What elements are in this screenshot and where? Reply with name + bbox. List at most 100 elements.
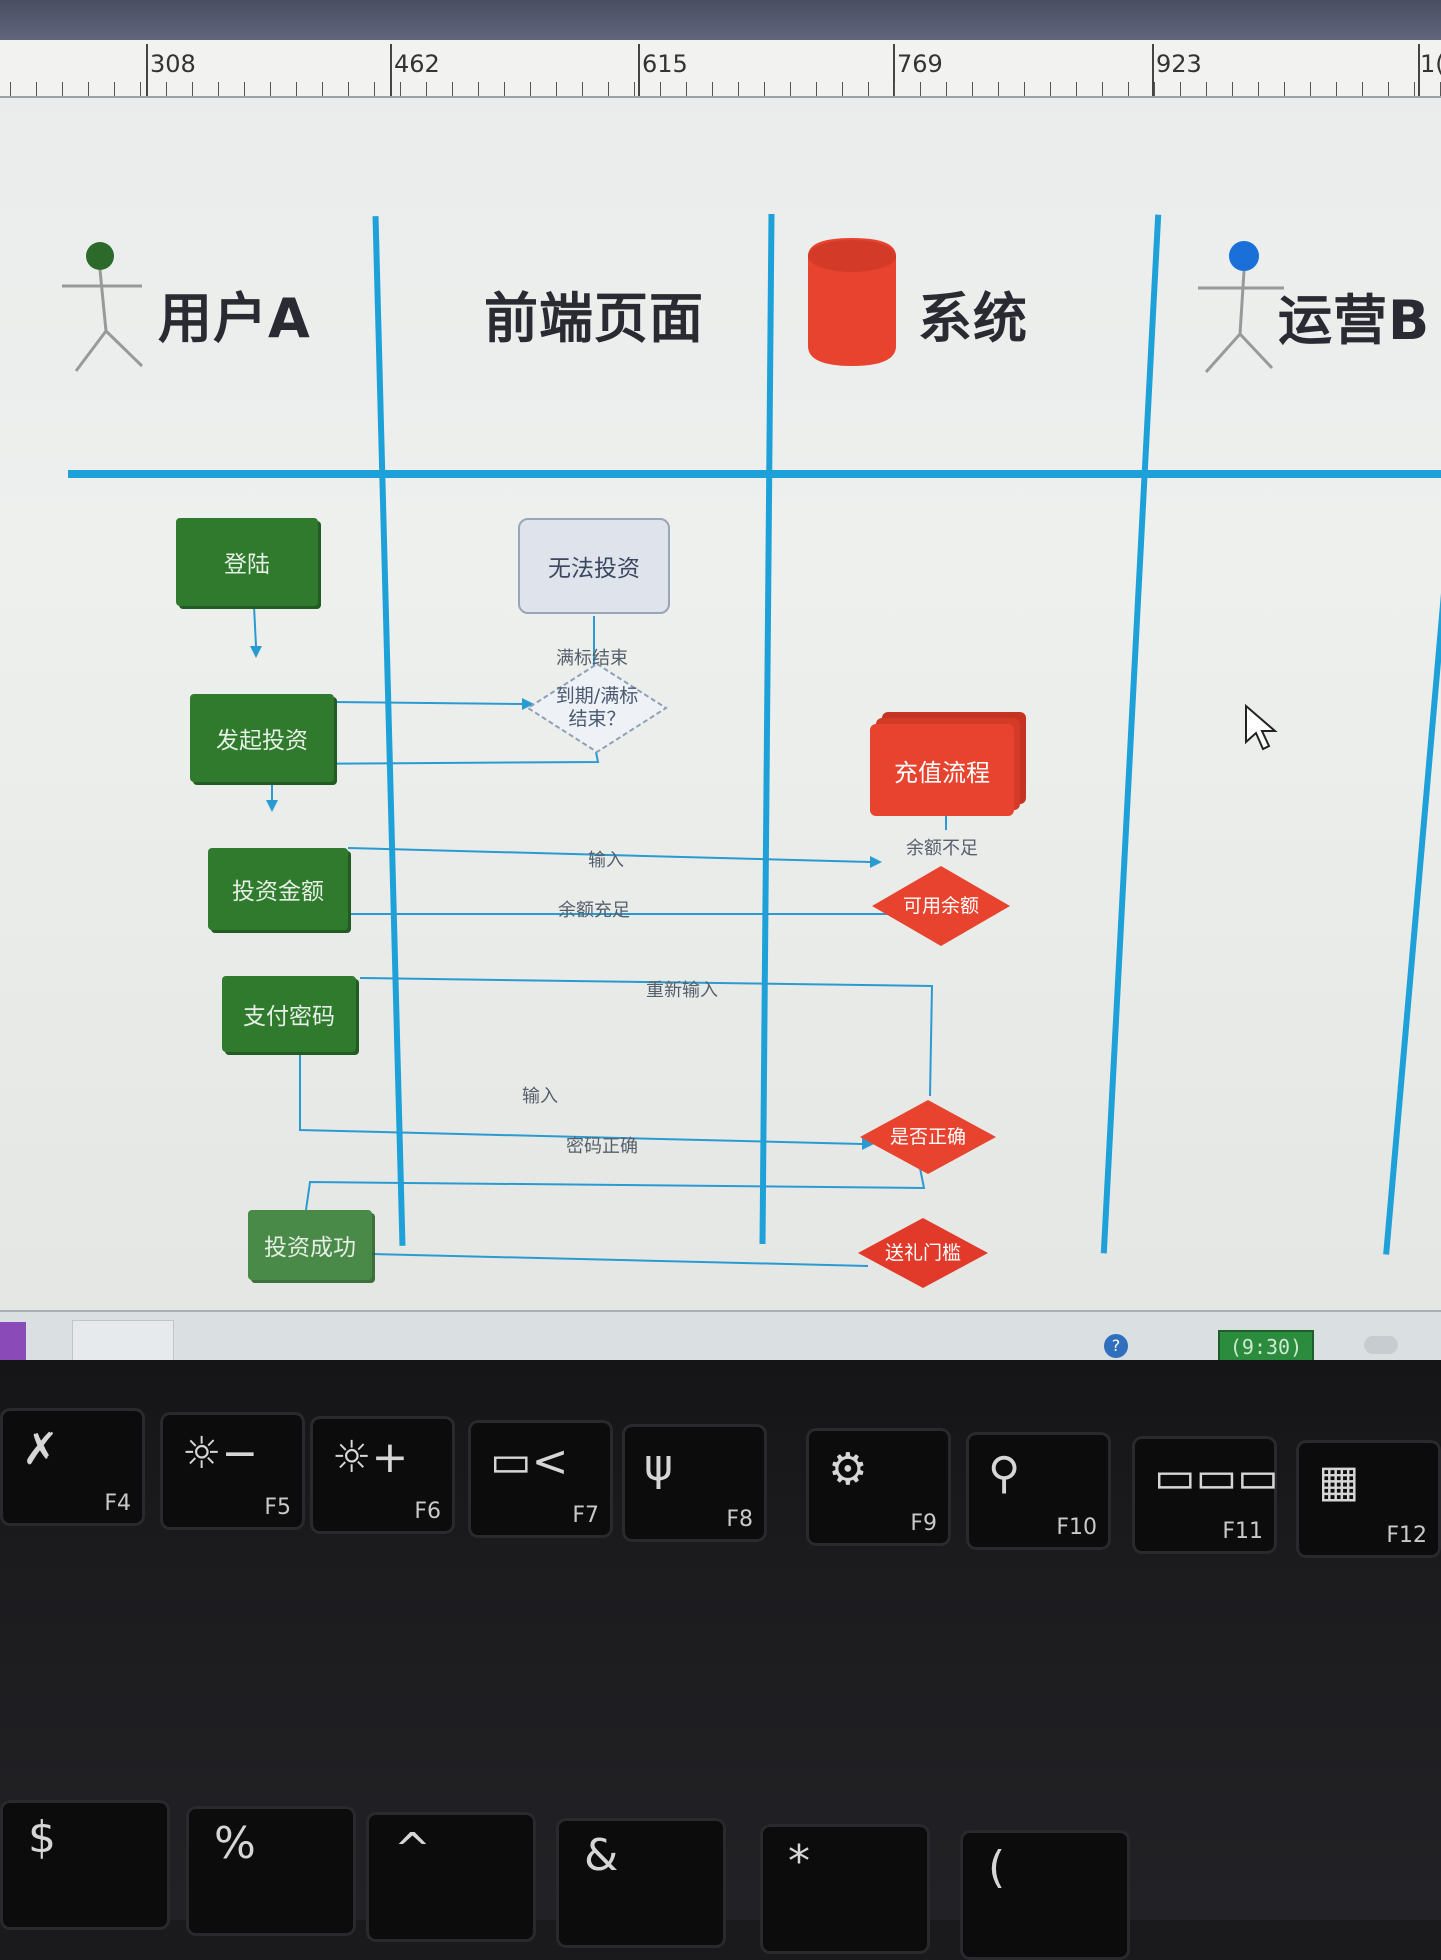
ruler-minor-tick — [166, 82, 167, 96]
ruler-minor-tick — [426, 82, 427, 96]
key-symbol: ^ — [394, 1824, 431, 1875]
ruler-minor-tick — [1232, 82, 1233, 96]
swimlane-header-divider — [68, 470, 1441, 478]
node-pay-password[interactable]: 支付密码 — [222, 976, 356, 1052]
key-f6[interactable]: ☼+F6 — [310, 1416, 455, 1534]
ruler-minor-tick — [1336, 82, 1337, 96]
ruler-mark: 769 — [897, 50, 943, 78]
key-label: F10 — [1056, 1515, 1097, 1540]
node-due-or-full[interactable]: 到期/满标 结束？ — [526, 662, 668, 754]
decision-shape — [526, 662, 668, 754]
ruler-minor-tick — [114, 82, 115, 96]
key-number-row[interactable]: % — [186, 1806, 356, 1936]
ruler-minor-tick — [894, 82, 895, 96]
lane-title-frontend: 前端页面 — [484, 287, 704, 350]
ruler-minor-tick — [88, 82, 89, 96]
ruler-minor-tick — [1102, 82, 1103, 96]
ruler-minor-tick — [36, 82, 37, 96]
key-number-row[interactable]: * — [760, 1824, 930, 1954]
edge-label-input: 输入 — [522, 1086, 558, 1107]
ruler-minor-tick — [972, 82, 973, 96]
ruler-minor-tick — [868, 82, 869, 96]
node-invest-amount[interactable]: 投资金额 — [208, 848, 348, 930]
user-a-actor-icon — [62, 242, 144, 372]
node-invest-success[interactable]: 投资成功 — [248, 1210, 372, 1280]
node-cannot-invest[interactable]: 无法投资 — [518, 518, 670, 614]
ruler-mark: 923 — [1156, 50, 1202, 78]
ruler-minor-tick — [374, 82, 375, 96]
key-label: F9 — [910, 1511, 937, 1536]
key-symbol: * — [788, 1836, 810, 1887]
node-label: 可用余额 — [902, 894, 979, 917]
ruler-minor-tick — [270, 82, 271, 96]
node-is-correct[interactable]: 是否正确 — [860, 1100, 996, 1174]
decision-shape — [860, 1100, 996, 1174]
node-gift[interactable]: 送礼门槛 — [858, 1218, 988, 1288]
ruler-minor-tick — [1362, 82, 1363, 96]
ruler-minor-tick — [62, 82, 63, 96]
node-start-invest[interactable]: 发起投资 — [190, 694, 334, 782]
ruler-minor-tick — [244, 82, 245, 96]
key-glyph-icon: ▭< — [490, 1436, 569, 1487]
ruler-minor-tick — [582, 82, 583, 96]
ruler-mark: 1( — [1420, 50, 1441, 78]
key-number-row[interactable]: & — [556, 1818, 726, 1948]
cloud-icon[interactable] — [1364, 1336, 1398, 1354]
node-login[interactable]: 登陆 — [176, 518, 318, 606]
ruler: 308 462 615 769 923 1( — [0, 40, 1441, 98]
edge-label-insufficient: 余额不足 — [906, 838, 978, 859]
lane-title-ops-b: 运营B — [1278, 289, 1431, 352]
key-number-row[interactable]: ( — [960, 1830, 1130, 1960]
key-number-row[interactable]: $ — [0, 1800, 170, 1930]
edge-label-password-correct: 密码正确 — [566, 1136, 638, 1157]
key-glyph-icon: ☼+ — [332, 1432, 409, 1483]
ruler-minor-tick — [1284, 82, 1285, 96]
key-glyph-icon: ▦ — [1318, 1456, 1360, 1507]
ruler-major-tick — [893, 44, 895, 96]
ruler-minor-tick — [400, 82, 401, 96]
key-f11[interactable]: ▭▭▭F11 — [1132, 1436, 1279, 1554]
ruler-major-tick — [390, 44, 392, 96]
key-f9[interactable]: ⚙F9 — [806, 1428, 951, 1546]
key-glyph-icon: ▭▭▭ — [1154, 1452, 1279, 1503]
ruler-minor-tick — [738, 82, 739, 96]
key-f12[interactable]: ▦F12 — [1296, 1440, 1441, 1558]
ruler-minor-tick — [452, 82, 453, 96]
ruler-minor-tick — [348, 82, 349, 96]
ruler-minor-tick — [1128, 82, 1129, 96]
ruler-minor-tick — [530, 82, 531, 96]
node-recharge-flow[interactable]: 充值流程 — [870, 724, 1014, 816]
ruler-minor-tick — [218, 82, 219, 96]
edge-label-sufficient: 余额充足 — [558, 900, 630, 921]
ruler-minor-tick — [10, 82, 11, 96]
ruler-minor-tick — [946, 82, 947, 96]
key-f10[interactable]: ⚲F10 — [966, 1432, 1111, 1550]
ruler-major-tick — [638, 44, 640, 96]
edge-label-input: 输入 — [588, 850, 624, 871]
ruler-minor-tick — [1206, 82, 1207, 96]
key-symbol: $ — [28, 1812, 56, 1863]
diagram-canvas[interactable]: 用户A 前端页面 系统 运营B — [0, 96, 1441, 1311]
key-number-row[interactable]: ^ — [366, 1812, 536, 1942]
key-f7[interactable]: ▭<F7 — [468, 1420, 613, 1538]
ruler-mark: 308 — [150, 50, 196, 78]
key-f4[interactable]: ✗F4 — [0, 1408, 145, 1526]
node-available-balance[interactable]: 可用余额 — [872, 866, 1010, 946]
ruler-mark: 615 — [642, 50, 688, 78]
key-label: F6 — [414, 1499, 441, 1524]
edge-label-full-end: 满标结束 — [556, 648, 628, 669]
ruler-minor-tick — [322, 82, 323, 96]
help-icon[interactable]: ? — [1104, 1334, 1128, 1358]
ruler-minor-tick — [1180, 82, 1181, 96]
key-f5[interactable]: ☼−F5 — [160, 1412, 305, 1530]
key-symbol: ( — [988, 1842, 1006, 1893]
ruler-minor-tick — [140, 82, 141, 96]
edge-label-reinput: 重新输入 — [646, 980, 718, 1001]
ruler-minor-tick — [686, 82, 687, 96]
ruler-minor-tick — [998, 82, 999, 96]
ruler-minor-tick — [1388, 82, 1389, 96]
key-label: F5 — [264, 1495, 291, 1520]
key-glyph-icon: ψ — [644, 1440, 674, 1491]
